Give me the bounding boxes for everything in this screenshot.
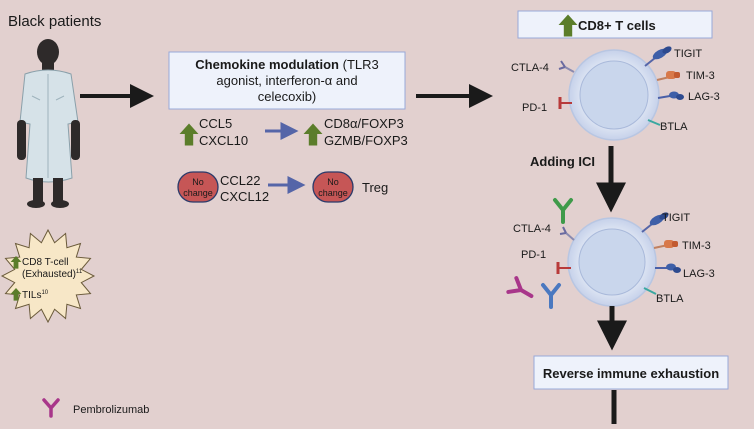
burst-tils: TILs: [22, 290, 41, 301]
no-change-2-line1: No: [327, 177, 339, 187]
patient-label: Black patients: [8, 13, 101, 30]
no-change-badge-2: No change: [312, 171, 354, 203]
burst-sup-11: 11: [76, 269, 83, 275]
lag3-receptor-icon: [657, 91, 684, 100]
no-change-badge-1: No change: [177, 171, 219, 203]
tim3-receptor-icon: [653, 240, 678, 249]
up-arrow-ratios-icon: [303, 123, 323, 146]
reverse-exhaustion-label: Reverse immune exhaustion: [543, 366, 719, 381]
cd8-t-cells-box: [517, 10, 713, 39]
label-ctla4-bottom: CTLA-4: [513, 223, 551, 235]
burst-cd8-line1: CD8 T-cell: [22, 257, 69, 268]
reverse-exhaustion-box: [533, 355, 729, 390]
ratio-gzmb-foxp3: GZMB/FOXP3: [324, 133, 408, 148]
treg-label: Treg: [362, 180, 388, 195]
chemokine-box-rest1: (TLR3: [339, 57, 379, 72]
chemokine-box-line2: agonist, interferon-α and: [216, 73, 357, 88]
lag3-receptor-icon: [655, 263, 681, 273]
btla-receptor-icon: [643, 287, 657, 295]
chemokine-cxcl12: CXCL12: [220, 189, 269, 204]
chemokine-ccl5: CCL5: [199, 116, 232, 131]
label-pd1-top: PD-1: [522, 102, 547, 114]
t-cell-top: [558, 46, 684, 141]
chemokine-box-line1: Chemokine modulation (TLR3: [195, 57, 378, 72]
label-tigit-bottom: TIGIT: [662, 212, 690, 224]
tigit-receptor-icon: [644, 46, 672, 67]
burst-tils-wrap: TILs10: [22, 290, 49, 301]
blue-antibody-icon: [541, 283, 561, 309]
green-antibody-icon: [553, 198, 573, 224]
label-btla-top: BTLA: [660, 121, 688, 133]
chemokine-modulation-box: [168, 51, 406, 110]
pembrolizumab-antibody-icon: [506, 276, 534, 298]
cd8-t-cells-label: CD8+ T cells: [578, 18, 656, 33]
chemokine-cxcl10: CXCL10: [199, 133, 248, 148]
label-lag3-top: LAG-3: [688, 91, 720, 103]
chemokine-ccl22: CCL22: [220, 173, 260, 188]
label-btla-bottom: BTLA: [656, 293, 684, 305]
burst-sup-10: 10: [41, 290, 48, 296]
burst-cd8-line2: (Exhausted): [22, 269, 76, 280]
pd1-receptor-icon: [556, 262, 571, 274]
ctla4-receptor-icon: [558, 60, 575, 73]
adding-ici-label: Adding ICI: [530, 154, 595, 169]
label-lag3-bottom: LAG-3: [683, 268, 715, 280]
up-arrow-chemokines-icon: [179, 123, 199, 146]
label-tim3-top: TIM-3: [686, 70, 715, 82]
chemokine-box-line3: celecoxib): [258, 89, 317, 104]
burst-cd8-line2-wrap: (Exhausted)11: [22, 269, 83, 280]
legend-pembrolizumab-icon: [42, 398, 60, 418]
t-cell-bottom: [556, 212, 681, 307]
legend-pembrolizumab-label: Pembrolizumab: [73, 404, 149, 416]
no-change-1-line1: No: [192, 177, 204, 187]
label-pd1-bottom: PD-1: [521, 249, 546, 261]
ctla4-receptor-icon: [559, 226, 575, 241]
no-change-2-line2: change: [318, 188, 348, 198]
tigit-receptor-icon: [641, 212, 669, 233]
no-change-1-line2: change: [183, 188, 213, 198]
exhaustion-burst: CD8 T-cell (Exhausted)11 TILs10: [0, 228, 96, 324]
label-tigit-top: TIGIT: [674, 48, 702, 60]
pd1-receptor-icon: [558, 97, 572, 109]
patient-figure-icon: [17, 39, 80, 208]
chemokine-box-bold: Chemokine modulation: [195, 57, 339, 72]
tim3-receptor-icon: [656, 71, 680, 81]
btla-receptor-icon: [647, 119, 661, 126]
ratio-cd8a-foxp3: CD8α/FOXP3: [324, 116, 404, 131]
label-ctla4-top: CTLA-4: [511, 62, 549, 74]
label-tim3-bottom: TIM-3: [682, 240, 711, 252]
